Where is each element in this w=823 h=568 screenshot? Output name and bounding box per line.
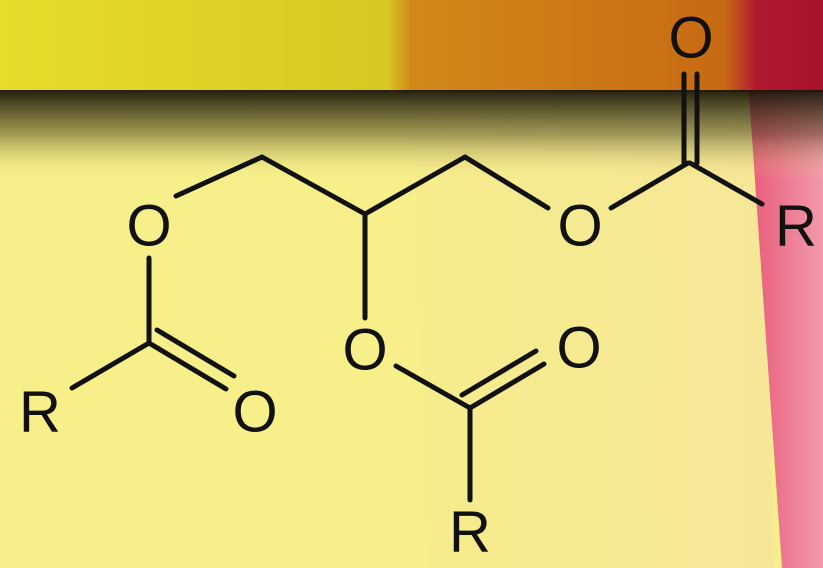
bond-left-carbonyl-2 — [154, 327, 237, 379]
atom-o-left-carbonyl: O — [232, 380, 277, 445]
atom-r-left: R — [19, 380, 61, 445]
top-color-band — [0, 0, 823, 92]
bond-ch2-o-right — [462, 154, 551, 211]
bond-carbon-r-right — [687, 160, 765, 207]
bond-o-right-carbon — [608, 160, 691, 211]
top-band-shadow — [0, 90, 823, 180]
atom-labels: O O R O O R O O R — [19, 6, 817, 565]
bonds — [69, 71, 765, 503]
background-panel-right — [748, 80, 823, 568]
atom-o-middle-carbonyl: O — [556, 316, 601, 381]
background-panel-middle — [412, 80, 775, 568]
atom-r-right: R — [775, 194, 817, 259]
atom-o-right-carbonyl: O — [668, 6, 713, 71]
bond-middle-carbonyl-1 — [467, 361, 547, 411]
atom-o-middle: O — [342, 318, 387, 383]
bond-o-middle-carbon — [393, 363, 473, 411]
bond-middle-carbonyl-2 — [459, 348, 539, 398]
atom-o-left: O — [126, 194, 171, 259]
bond-left-carbonyl-1 — [146, 340, 229, 392]
bond-ch2-ch — [259, 154, 368, 217]
atom-o-right: O — [557, 194, 602, 259]
bond-o-left-ch2 — [173, 154, 265, 199]
atom-r-bottom: R — [449, 500, 491, 565]
bond-ch-ch2 — [362, 154, 468, 217]
bond-carbon-r-left — [69, 340, 152, 391]
